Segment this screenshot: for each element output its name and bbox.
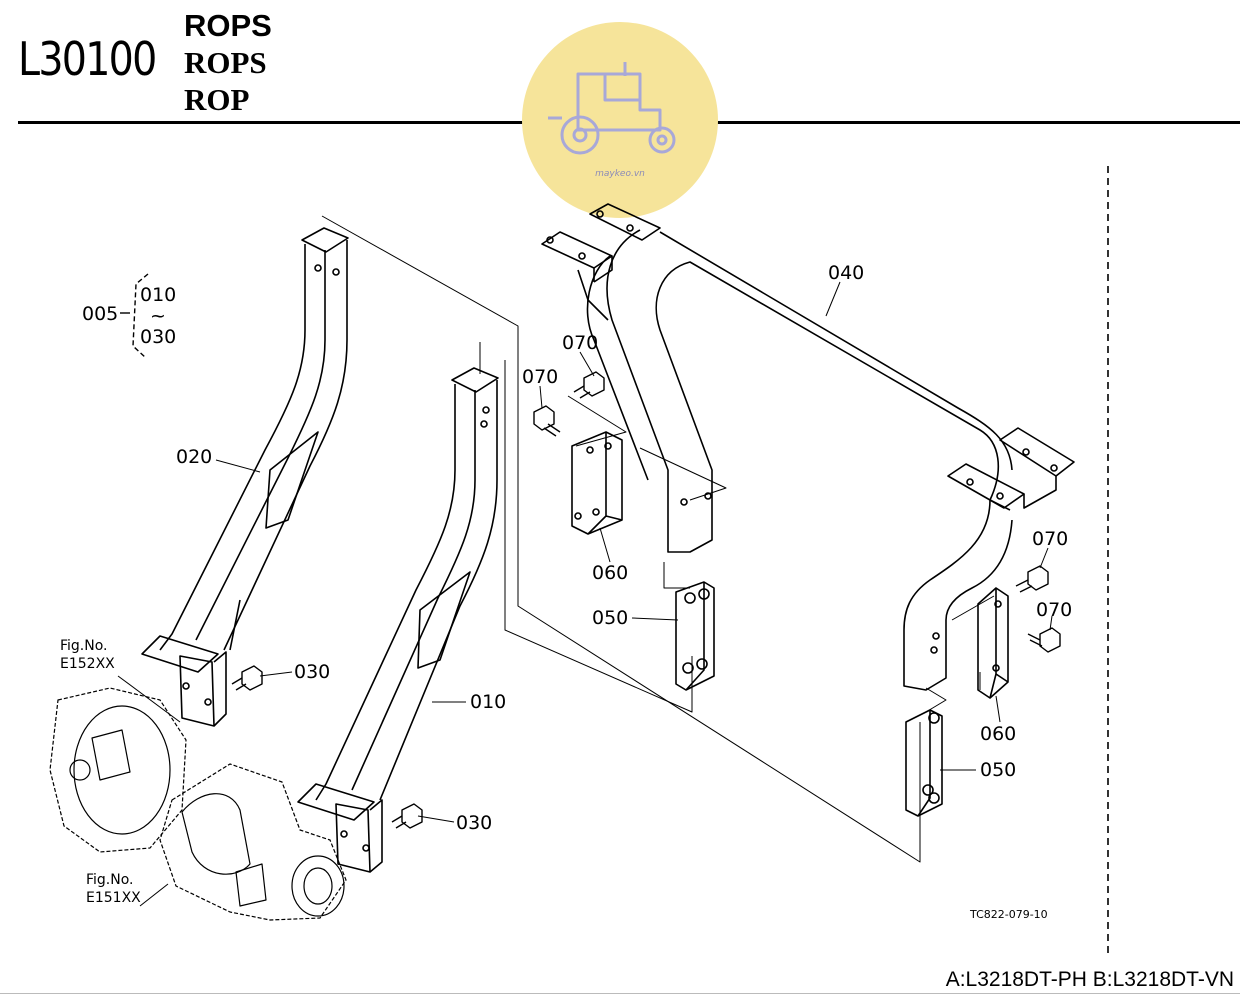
transmission-housing-e152 xyxy=(49,687,187,853)
assembly-line-right xyxy=(321,215,921,863)
frame-020-mount-plate xyxy=(179,655,215,727)
assembly-line-bolt xyxy=(567,395,627,447)
section-title-line-1: ROPS xyxy=(184,8,272,43)
fig-ref-number-1: E152XX xyxy=(60,656,115,672)
callout-020: 020 xyxy=(176,446,212,468)
footer-rule xyxy=(0,993,1240,994)
watermark-text: maykeo.vn xyxy=(595,169,645,179)
callout-060-right: 060 xyxy=(980,723,1016,745)
bracket-050-left xyxy=(675,581,715,691)
assembly-line-left xyxy=(479,342,693,713)
fig-ref-number-2: E151XX xyxy=(86,890,141,906)
bolt-070-d xyxy=(1027,627,1061,653)
bolt-070-b xyxy=(533,405,561,437)
group-range-start: 010 xyxy=(140,284,176,306)
model-footer: A:L3218DT-PH B:L3218DT-VN xyxy=(945,968,1234,991)
assembly-line-bracket xyxy=(663,562,690,589)
plate-060-left xyxy=(571,431,623,535)
watermark-disc xyxy=(522,22,718,218)
frame-010-tube-end xyxy=(451,367,499,393)
lower-frame-020 xyxy=(141,227,349,727)
bolt-030-lower xyxy=(391,803,423,829)
callout-070-b: 070 xyxy=(522,366,558,388)
assembly-line-bracket-right xyxy=(925,687,947,713)
arch-top-flange xyxy=(589,203,661,241)
section-code: L30100 xyxy=(18,32,157,86)
drawing-code: TC822-079-10 xyxy=(969,908,1048,921)
fig-ref-label-1: Fig.No. xyxy=(60,638,108,654)
fig-ref-leader-e151 xyxy=(139,883,169,907)
group-reference: 005 010 ~ 030 xyxy=(82,273,176,359)
group-range-end: 030 xyxy=(140,326,176,348)
frame-020-gusset xyxy=(265,431,319,529)
group-code: 005 xyxy=(82,303,118,325)
section-title-line-3: ROP xyxy=(184,82,250,117)
callout-070-d: 070 xyxy=(1036,599,1072,621)
callout-070-c: 070 xyxy=(1032,528,1068,550)
assembly-line-plate xyxy=(639,447,727,501)
frame-010-mount-plate xyxy=(335,803,371,873)
frame-010-foot-plate xyxy=(297,783,375,821)
group-range-sep: ~ xyxy=(150,305,166,327)
upper-arch-040 xyxy=(541,203,1075,691)
callout-010: 010 xyxy=(470,691,506,713)
section-title-line-2: ROPS xyxy=(184,45,267,80)
bolt-070-a xyxy=(573,371,605,399)
plate-060-right xyxy=(977,587,1009,699)
assembly-lines xyxy=(321,215,995,863)
fig-ref-leader-e152 xyxy=(117,675,181,723)
callout-030-upper: 030 xyxy=(294,661,330,683)
callout-050-left: 050 xyxy=(592,607,628,629)
callout-070-a: 070 xyxy=(562,332,598,354)
callout-030-lower: 030 xyxy=(456,812,492,834)
fig-ref-label-2: Fig.No. xyxy=(86,872,134,888)
tractor-icon xyxy=(548,62,676,155)
transmission-housing-e151 xyxy=(159,763,347,921)
watermark: maykeo.vn xyxy=(522,22,718,218)
callout-050-right: 050 xyxy=(980,759,1016,781)
frame-020-tube-end xyxy=(301,227,349,253)
callout-leaders xyxy=(215,281,1053,823)
bracket-050-right xyxy=(905,709,943,817)
arch-right-top-flange xyxy=(999,427,1075,477)
bolt-030-upper xyxy=(231,665,263,691)
frame-020-foot-plate xyxy=(141,635,219,673)
assembly-line-plate-right xyxy=(951,595,995,690)
bolt-070-c xyxy=(1015,565,1049,593)
callout-040: 040 xyxy=(828,262,864,284)
arch-right-flange xyxy=(947,463,1025,509)
lower-frame-010 xyxy=(297,367,499,873)
frame-010-gusset xyxy=(417,571,471,669)
callout-060-left: 060 xyxy=(592,562,628,584)
bolt-icons xyxy=(231,371,1061,829)
